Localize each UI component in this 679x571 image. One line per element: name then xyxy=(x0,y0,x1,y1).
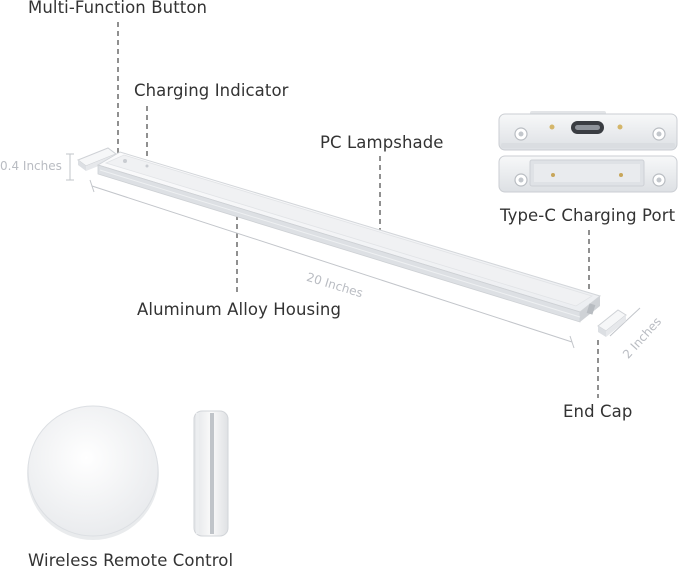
label-aluminum-alloy-housing: Aluminum Alloy Housing xyxy=(137,300,342,319)
screw-icon xyxy=(652,127,666,141)
screw-icon xyxy=(652,173,666,187)
multi-function-button-dot xyxy=(123,159,127,163)
label-type-c-charging-port: Type-C Charging Port xyxy=(500,206,676,225)
label-pc-lampshade: PC Lampshade xyxy=(320,133,444,152)
dimension-lines xyxy=(66,153,641,349)
screw-icon xyxy=(514,127,528,141)
charging-indicator-dot xyxy=(145,164,149,168)
dimension-thickness: 0.4 Inches xyxy=(0,159,62,173)
light-bar xyxy=(96,151,602,323)
label-multi-function-button: Multi-Function Button xyxy=(28,0,208,17)
usb-c-port-icon xyxy=(571,121,604,134)
leader-lines xyxy=(117,22,599,398)
remote-side xyxy=(193,410,229,537)
gold-contact-pin-icon xyxy=(551,173,555,177)
type-c-port-front xyxy=(498,111,678,151)
gold-contact-pin-icon xyxy=(619,173,623,177)
remote-disc xyxy=(27,405,159,540)
label-charging-indicator: Charging Indicator xyxy=(134,81,289,100)
label-wireless-remote-control: Wireless Remote Control xyxy=(28,551,234,570)
right-end-cap xyxy=(597,309,627,337)
gold-contact-pin-icon xyxy=(617,124,623,130)
screw-icon xyxy=(514,173,528,187)
gold-contact-pin-icon xyxy=(549,124,555,130)
type-c-port-back xyxy=(498,155,678,193)
label-end-cap: End Cap xyxy=(563,402,633,421)
